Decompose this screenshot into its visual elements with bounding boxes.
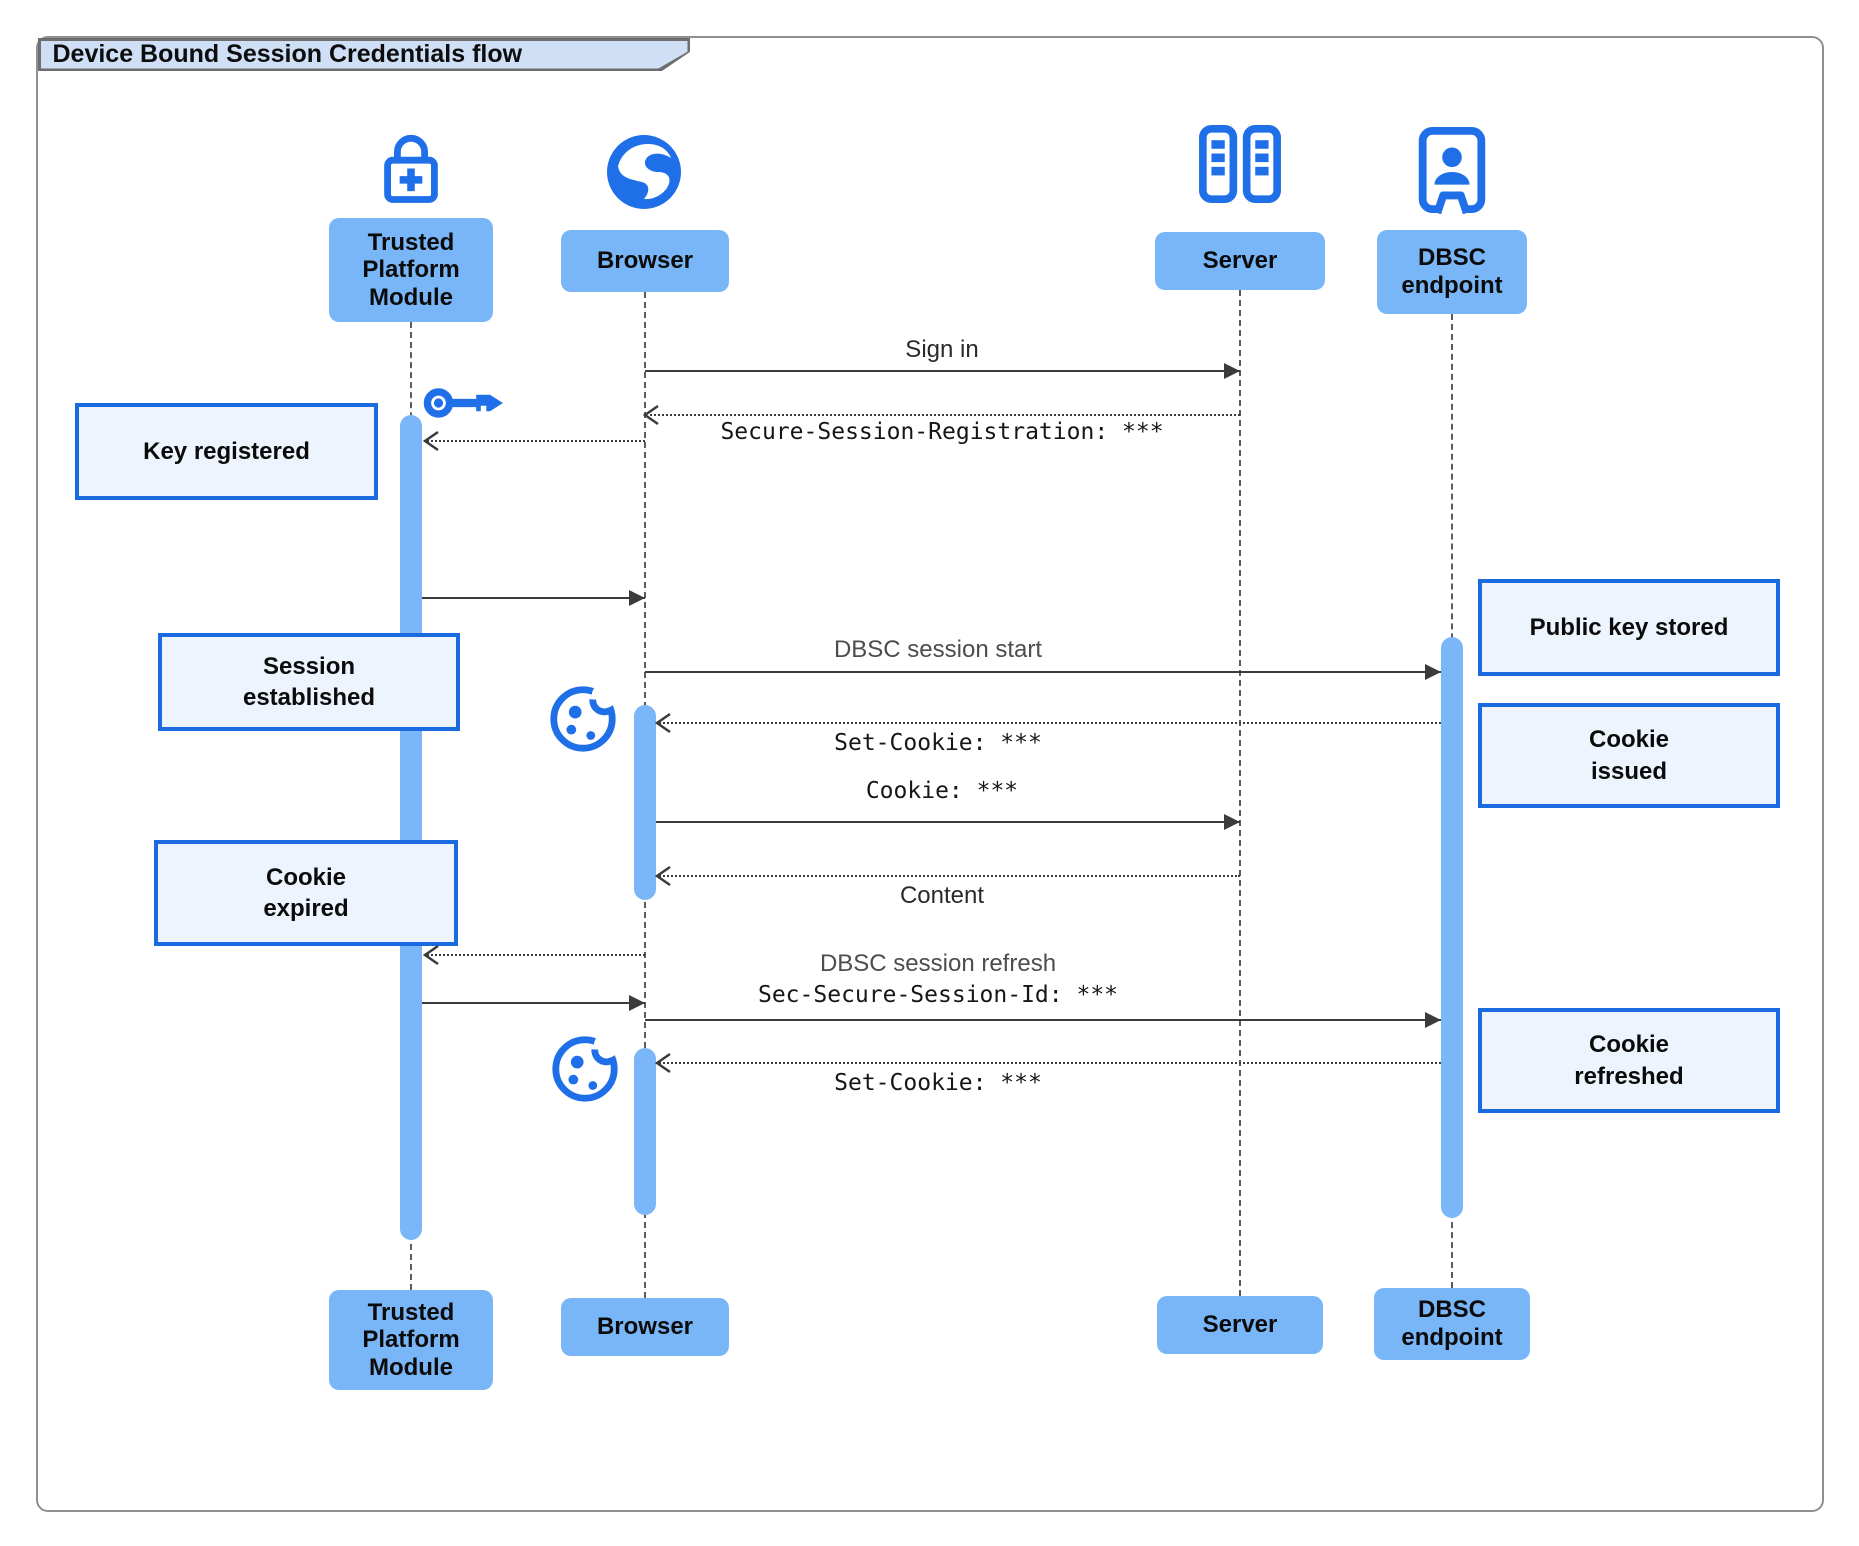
arrow-content (656, 875, 1240, 877)
open-arrowhead-icon (654, 865, 671, 887)
arrow-cookie (656, 821, 1240, 823)
participant-bottom-dbsc: DBSC endpoint (1374, 1288, 1530, 1360)
open-arrowhead-icon (422, 430, 439, 452)
participant-top-server: Server (1155, 232, 1325, 290)
key-icon (423, 388, 503, 418)
message-label-sign-in: Sign in (905, 336, 979, 363)
open-arrowhead-icon (654, 712, 671, 734)
message-label-content: Content (899, 882, 985, 909)
arrowhead-icon (1425, 664, 1441, 680)
arrowhead-icon (1224, 363, 1240, 379)
participant-top-browser: Browser (561, 230, 729, 292)
arrowhead-icon (1425, 1012, 1441, 1028)
cookie-icon (550, 682, 618, 752)
note-public-key-stored: Public key stored (1478, 579, 1780, 676)
arrow-dbsc-session-refresh (645, 1019, 1441, 1021)
message-label-set-cookie-1: Set-Cookie: *** (834, 730, 1042, 756)
message-label-cookie: Cookie: *** (865, 778, 1019, 804)
participant-bottom-tpm: Trusted Platform Module (329, 1290, 493, 1390)
message-label-session-registration: Secure-Session-Registration: *** (720, 419, 1164, 445)
globe-icon (607, 135, 681, 209)
participant-bottom-server: Server (1157, 1296, 1323, 1354)
arrow-request-refresh-proof (424, 954, 645, 956)
activation-bar-browser-1 (634, 705, 656, 900)
note-cookie-expired: Cookie expired (154, 840, 458, 946)
note-session-established: Session established (158, 633, 460, 731)
arrowhead-icon (1224, 814, 1240, 830)
arrow-set-cookie-2 (656, 1062, 1441, 1064)
open-arrowhead-icon (654, 1052, 671, 1074)
activation-bar-browser-2 (634, 1048, 656, 1215)
doorway-person-icon (1418, 126, 1486, 214)
cookie-icon (552, 1032, 620, 1102)
arrow-dbsc-session-start (645, 671, 1441, 673)
open-arrowhead-icon (642, 404, 659, 426)
arrowhead-icon (629, 590, 645, 606)
arrow-register-key (424, 440, 645, 442)
participant-bottom-browser: Browser (561, 1298, 729, 1356)
activation-bar-dbsc (1441, 637, 1463, 1218)
participant-top-dbsc: DBSC endpoint (1377, 230, 1527, 314)
note-key-registered: Key registered (75, 403, 378, 500)
lock-plus-icon (384, 134, 438, 203)
lifeline-server (1239, 290, 1241, 1296)
message-label-dbsc-session-start: DBSC session start (833, 636, 1043, 663)
open-arrowhead-icon (422, 944, 439, 966)
diagram-title-tab: Device Bound Session Credentials flow (38, 38, 690, 71)
server-rack-icon (1199, 124, 1281, 204)
activation-bar-tpm (400, 415, 422, 1240)
arrow-key-ready (422, 597, 645, 599)
diagram-title: Device Bound Session Credentials flow (52, 40, 523, 69)
message-label-secure-session-id: Sec-Secure-Session-Id: *** (757, 982, 1119, 1008)
participant-top-tpm: Trusted Platform Module (329, 218, 493, 322)
arrow-session-registration (645, 414, 1240, 416)
note-cookie-refreshed: Cookie refreshed (1478, 1008, 1780, 1113)
arrow-refresh-proof (422, 1002, 645, 1004)
message-label-set-cookie-2: Set-Cookie: *** (834, 1070, 1042, 1096)
arrow-sign-in (645, 370, 1240, 372)
arrow-set-cookie-1 (656, 722, 1441, 724)
message-label-dbsc-session-refresh: DBSC session refresh (819, 950, 1057, 977)
arrowhead-icon (629, 995, 645, 1011)
note-cookie-issued: Cookie issued (1478, 703, 1780, 808)
